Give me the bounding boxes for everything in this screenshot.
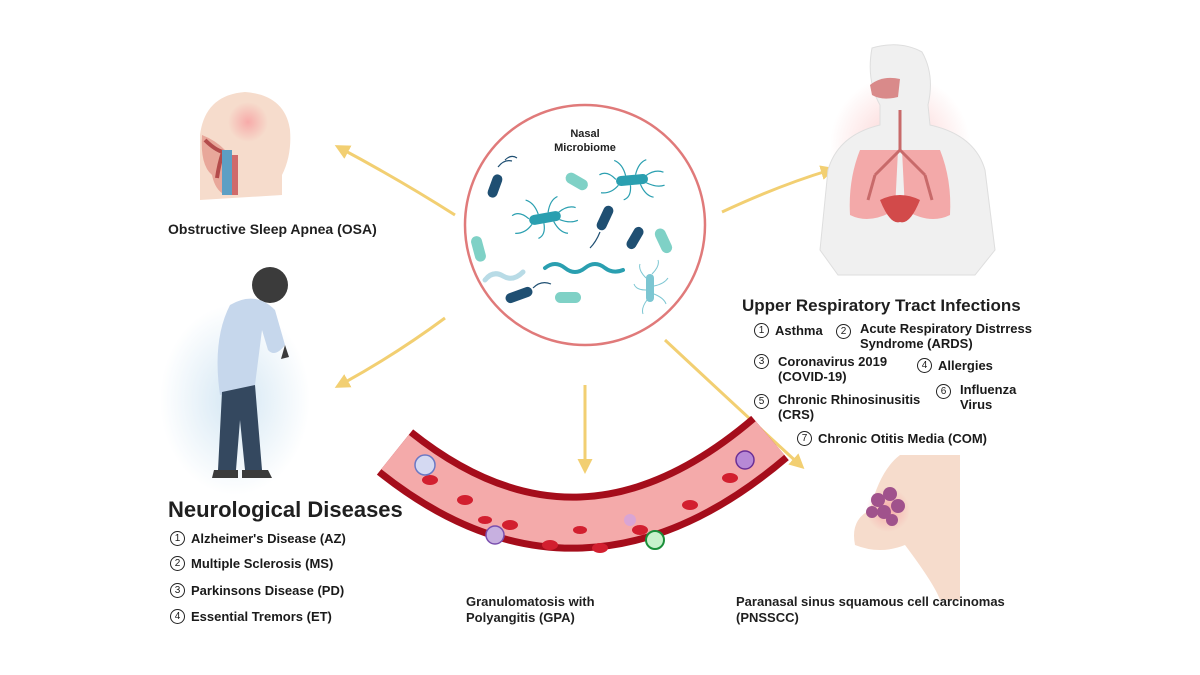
neuro-item-4: 4 Essential Tremors (ET) [170, 609, 332, 625]
urti-item-5: 5 Chronic Rhinosinusitis (CRS) [754, 392, 934, 422]
urti-item-text: Asthma [775, 323, 823, 338]
neuro-title: Neurological Diseases [168, 497, 403, 522]
urti-item-text: Chronic Rhinosinusitis (CRS) [778, 392, 921, 422]
number-badge: 3 [754, 354, 769, 369]
number-badge: 5 [754, 394, 769, 409]
arrow-to-neuro [334, 316, 446, 388]
urti-item-4: 4 Allergies [917, 358, 993, 374]
urti-title: Upper Respiratory Tract Infections [742, 296, 1021, 315]
urti-item-6: 6 Influenza Virus [936, 382, 1036, 412]
arrow-to-pnsscc [663, 338, 805, 470]
arrow-to-osa [334, 145, 456, 217]
neuro-item-text: Essential Tremors (ET) [191, 609, 332, 624]
urti-item-text: Chronic Otitis Media (COM) [818, 431, 987, 446]
neuro-item-text: Alzheimer's Disease (AZ) [191, 531, 346, 546]
osa-label: Obstructive Sleep Apnea (OSA) [168, 221, 377, 237]
number-badge: 1 [170, 531, 185, 547]
pnsscc-label: Paranasal sinus squamous cell carcinomas… [736, 594, 1005, 625]
lungs-torso-illustration [819, 44, 996, 276]
urti-item-text: Influenza Virus [960, 382, 1017, 412]
blood-vessel-illustration [376, 415, 789, 553]
neuro-item-text: Multiple Sclerosis (MS) [191, 556, 334, 571]
number-badge: 6 [936, 384, 951, 399]
sleep-apnea-head-illustration [200, 92, 291, 200]
urti-item-3: 3 Coronavirus 2019 (COVID-19) [754, 354, 914, 384]
urti-item-2: 2 Acute Respiratory Distrress Syndrome (A… [836, 321, 1036, 351]
nasal-microbiome-circle: Nasal Microbiome [463, 103, 707, 347]
number-badge: 4 [170, 609, 185, 625]
center-title-line1: Nasal [570, 128, 599, 140]
bacteria-icon [471, 155, 673, 315]
urti-item-7: 7 Chronic Otitis Media (COM) [797, 431, 987, 447]
gpa-label: Granulomatosis with Polyangitis (GPA) [466, 594, 595, 625]
number-badge: 7 [797, 431, 812, 447]
nose-tumor-illustration [854, 455, 960, 600]
number-badge: 4 [917, 358, 932, 374]
number-badge: 3 [170, 583, 185, 599]
arrow-to-urti [721, 165, 836, 214]
elderly-person-illustration [160, 267, 310, 495]
urti-item-text: Allergies [938, 358, 993, 373]
number-badge: 1 [754, 323, 769, 339]
arrows [334, 145, 836, 474]
neuro-item-1: 1 Alzheimer's Disease (AZ) [170, 531, 346, 547]
center-title-line2: Microbiome [554, 142, 616, 154]
urti-item-text: Coronavirus 2019 (COVID-19) [778, 354, 888, 384]
neuro-item-3: 3 Parkinsons Disease (PD) [170, 583, 344, 599]
number-badge: 2 [836, 324, 851, 339]
number-badge: 2 [170, 556, 185, 572]
neuro-item-text: Parkinsons Disease (PD) [191, 583, 345, 598]
urti-item-text: Acute Respiratory Distrress Syndrome (AR… [860, 321, 1032, 351]
urti-item-1: 1 Asthma [754, 323, 823, 339]
neuro-item-2: 2 Multiple Sclerosis (MS) [170, 556, 333, 572]
